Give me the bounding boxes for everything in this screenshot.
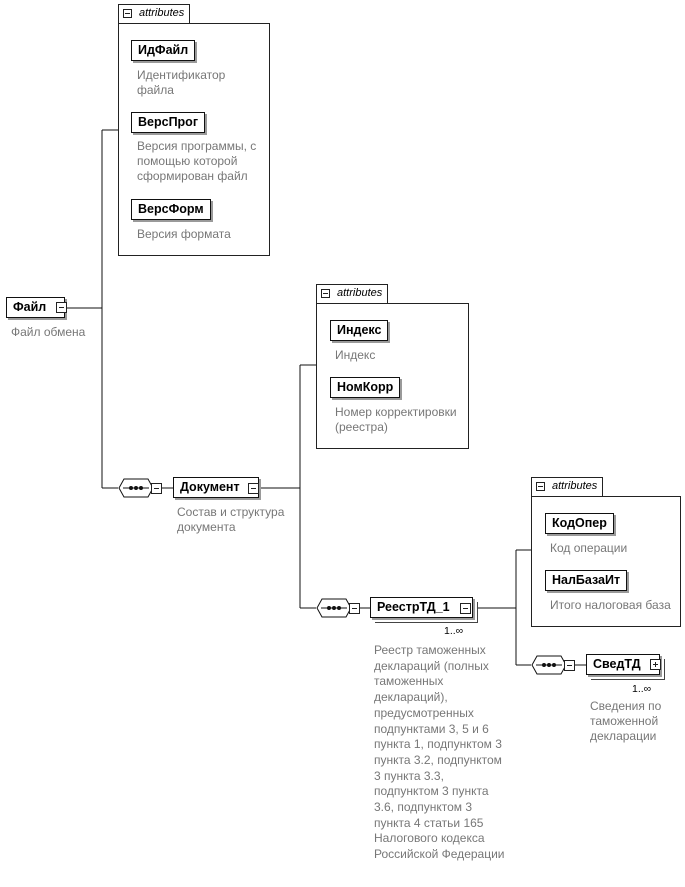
sequence-icon bbox=[118, 478, 154, 498]
element-registry[interactable]: РеестрТД_1 bbox=[370, 597, 473, 618]
root-description: Файл обмена bbox=[11, 325, 86, 339]
attributes-label: attributes bbox=[552, 480, 598, 492]
registry-collapse-toggle[interactable] bbox=[460, 603, 471, 614]
attribute-nalbazait[interactable]: НалБазаИт bbox=[545, 570, 628, 591]
attribute-index[interactable]: Индекс bbox=[330, 320, 389, 341]
document-attributes-box: Индекс Индекс НомКорр Номер корректировк… bbox=[316, 303, 469, 449]
sequence-icon bbox=[316, 598, 352, 618]
attribute-versform[interactable]: ВерсФорм bbox=[131, 199, 211, 220]
root-attributes-box: ИдФайл Идентификатор файла ВерсПрог Верс… bbox=[118, 23, 270, 256]
attribute-idfile-description: Идентификатор файла bbox=[137, 68, 226, 97]
root-attributes-tab: attributes bbox=[118, 4, 190, 24]
collapse-icon[interactable] bbox=[536, 482, 545, 491]
declaration-cardinality: 1..∞ bbox=[632, 683, 652, 695]
element-document[interactable]: Документ bbox=[173, 477, 259, 498]
element-declaration[interactable]: СведТД bbox=[586, 654, 660, 675]
registry-cardinality: 1..∞ bbox=[444, 625, 464, 637]
attribute-nomkorr-description: Номер корректировки (реестра) bbox=[335, 405, 457, 434]
attribute-kodoper-description: Код операции bbox=[550, 541, 628, 555]
attribute-nomkorr[interactable]: НомКорр bbox=[330, 377, 401, 398]
sequence-collapse-toggle[interactable] bbox=[564, 660, 575, 671]
document-collapse-toggle[interactable] bbox=[248, 483, 259, 494]
attribute-idfile[interactable]: ИдФайл bbox=[131, 40, 196, 61]
attribute-versprog-description: Версия программы, с помощью которой сфор… bbox=[137, 139, 257, 183]
attributes-label: attributes bbox=[139, 7, 185, 19]
registry-attributes-box: КодОпер Код операции НалБазаИт Итого нал… bbox=[531, 496, 681, 627]
attribute-index-description: Индекс bbox=[335, 348, 376, 362]
registry-description: Реестр таможенных деклараций (полных там… bbox=[374, 643, 505, 862]
attribute-kodoper[interactable]: КодОпер bbox=[545, 513, 614, 534]
root-collapse-toggle[interactable] bbox=[56, 302, 67, 313]
declaration-expand-toggle[interactable] bbox=[650, 659, 661, 670]
sequence-collapse-toggle[interactable] bbox=[151, 483, 162, 494]
attribute-nalbazait-description: Итого налоговая база bbox=[550, 598, 671, 612]
sequence-icon bbox=[531, 655, 567, 675]
attributes-label: attributes bbox=[337, 287, 383, 299]
document-description: Состав и структура документа bbox=[177, 505, 285, 534]
collapse-icon[interactable] bbox=[321, 289, 330, 298]
document-attributes-tab: attributes bbox=[316, 284, 388, 304]
attribute-versform-description: Версия формата bbox=[137, 227, 231, 241]
root-element-file[interactable]: Файл bbox=[6, 297, 66, 318]
declaration-description: Сведения по таможенной декларации bbox=[590, 699, 662, 743]
attribute-versprog[interactable]: ВерсПрог bbox=[131, 112, 206, 133]
collapse-icon[interactable] bbox=[123, 9, 132, 18]
registry-attributes-tab: attributes bbox=[531, 477, 603, 497]
sequence-collapse-toggle[interactable] bbox=[349, 603, 360, 614]
